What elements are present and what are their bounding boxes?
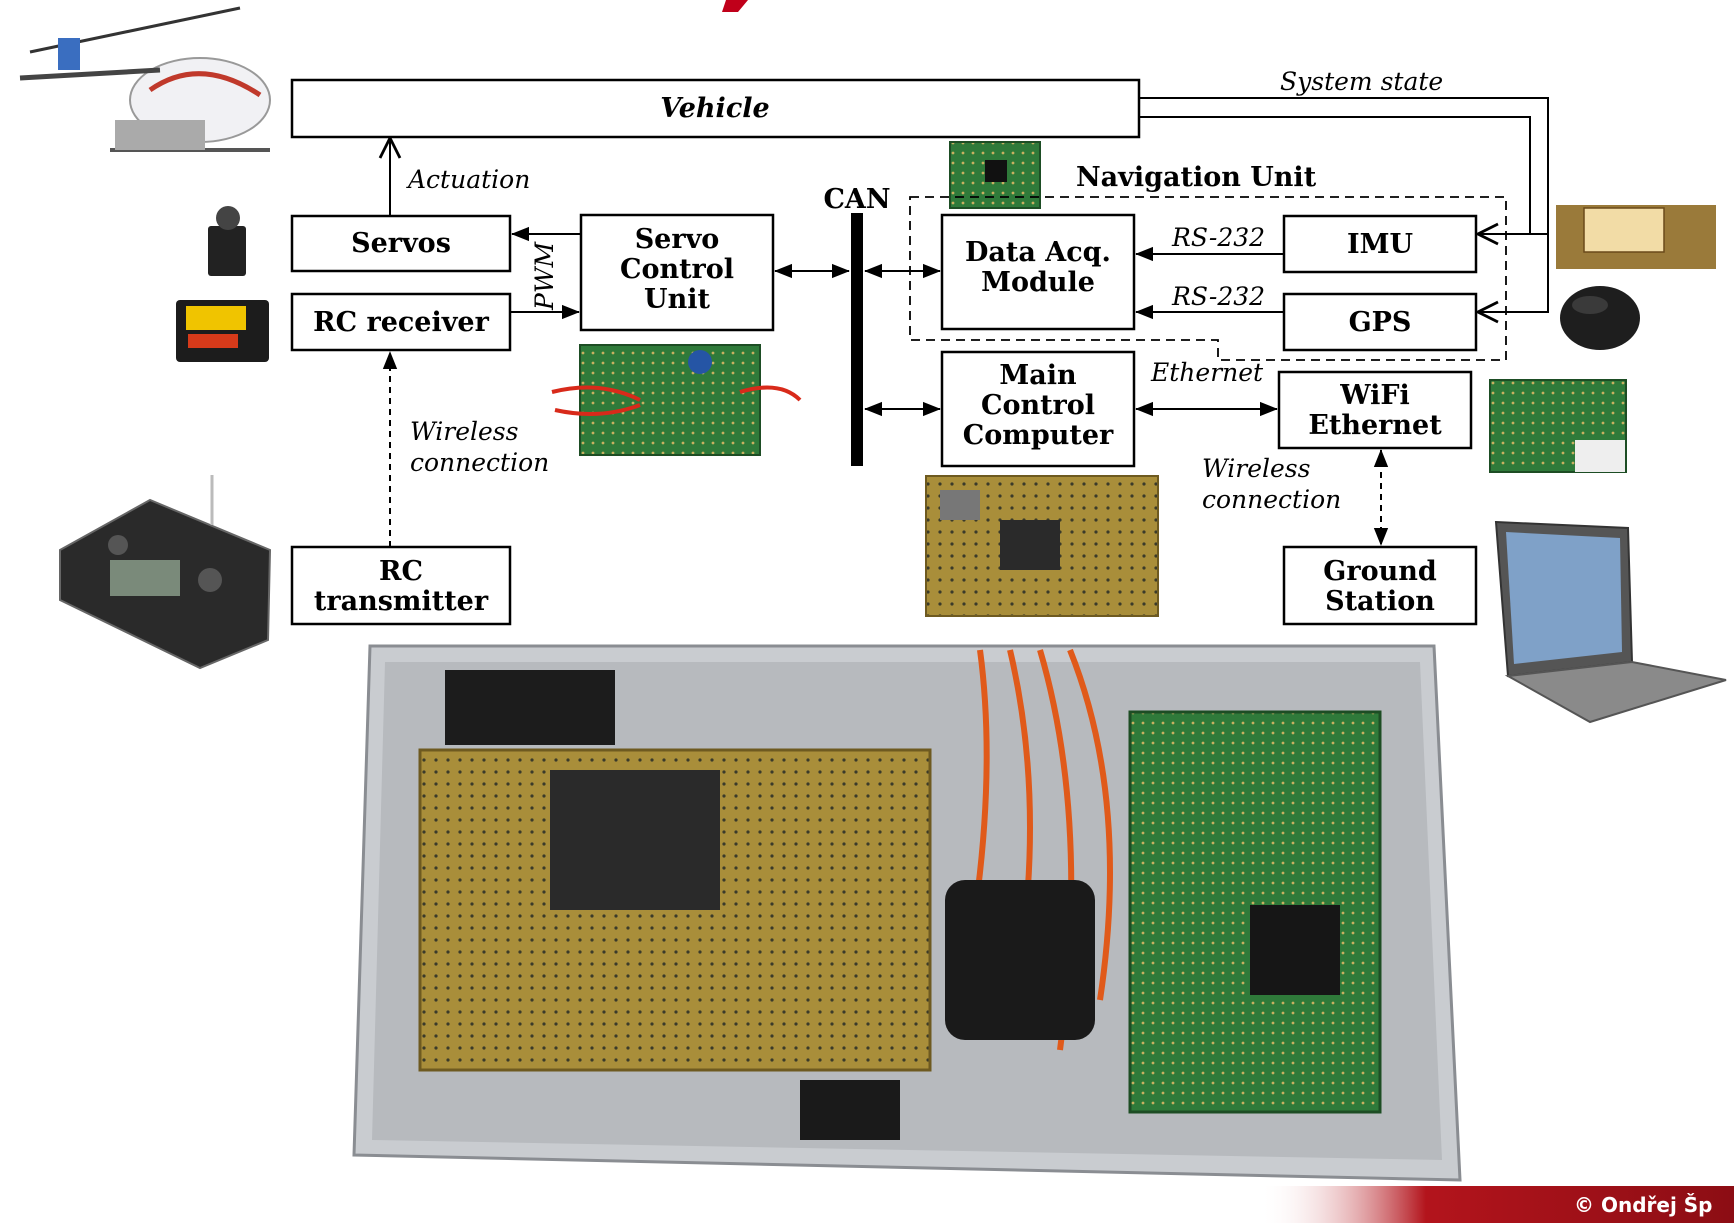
rc-wireless-label-line1: Wireless bbox=[410, 417, 518, 446]
copyright-text: © Ondřej Šp bbox=[1574, 1193, 1713, 1217]
wifi-ethernet-label-line1: WiFi bbox=[1339, 380, 1410, 411]
navigation-unit-label: Navigation Unit bbox=[1076, 162, 1317, 193]
red-accent-mark bbox=[722, 0, 748, 12]
ground-wireless-label-line2: connection bbox=[1202, 485, 1341, 514]
ground-station-label-line2: Station bbox=[1325, 586, 1435, 617]
rc-transmitter-label-line1: RC bbox=[379, 556, 423, 587]
vehicle-label: Vehicle bbox=[660, 93, 769, 124]
data-acq-module-label-line1: Data Acq. bbox=[965, 237, 1111, 268]
imu-photo bbox=[1556, 205, 1716, 269]
servo-photo bbox=[208, 206, 246, 276]
can-label: CAN bbox=[823, 184, 890, 215]
system-state-label: System state bbox=[1280, 67, 1443, 96]
servo-control-board-photo bbox=[552, 345, 800, 455]
servos-box: Servos bbox=[292, 216, 510, 271]
main-control-computer-box: Main Control Computer bbox=[942, 352, 1134, 466]
servo-control-unit-label-line2: Control bbox=[620, 254, 734, 285]
footer-bar: © Ondřej Šp bbox=[1260, 1186, 1734, 1223]
rs232-imu-label: RS-232 bbox=[1171, 223, 1265, 252]
gps-antenna-photo bbox=[1560, 286, 1640, 350]
servo-control-unit-label-line1: Servo bbox=[635, 224, 720, 255]
system-state-line-gps-lower bbox=[1478, 234, 1548, 312]
main-computer-board-photo bbox=[926, 476, 1158, 616]
imu-label: IMU bbox=[1347, 229, 1413, 260]
rc-wireless-label-line2: connection bbox=[410, 448, 549, 477]
can-bus: CAN bbox=[823, 184, 890, 466]
wifi-board-photo bbox=[1490, 380, 1626, 472]
wifi-ethernet-box: WiFi Ethernet bbox=[1279, 372, 1471, 448]
rc-transmitter-label-line2: transmitter bbox=[314, 586, 489, 617]
main-control-computer-label-line1: Main bbox=[999, 360, 1077, 391]
ground-station-box: Ground Station bbox=[1284, 547, 1476, 624]
servos-label: Servos bbox=[351, 228, 451, 259]
ethernet-label: Ethernet bbox=[1150, 358, 1264, 387]
rc-receiver-box: RC receiver bbox=[292, 294, 510, 350]
rc-transmitter-box: RC transmitter bbox=[292, 547, 510, 624]
rc-transmitter-photo bbox=[60, 475, 270, 668]
ground-wireless-label-line1: Wireless bbox=[1202, 454, 1310, 483]
helicopter-photo bbox=[20, 8, 270, 150]
servo-control-unit-box: Servo Control Unit bbox=[581, 215, 773, 330]
rc-receiver-label: RC receiver bbox=[313, 307, 489, 338]
main-control-computer-label-line3: Computer bbox=[963, 420, 1114, 451]
vehicle-box: Vehicle bbox=[292, 80, 1139, 137]
wifi-ethernet-label-line2: Ethernet bbox=[1308, 410, 1442, 441]
rs232-gps-label: RS-232 bbox=[1171, 282, 1265, 311]
rc-receiver-photo bbox=[176, 300, 269, 362]
gps-box: GPS bbox=[1284, 294, 1476, 350]
actuation-label: Actuation bbox=[406, 165, 530, 194]
laptop-photo bbox=[1496, 522, 1726, 722]
data-acq-module-box: Data Acq. Module bbox=[942, 215, 1134, 329]
navigation-board-photo bbox=[950, 142, 1040, 208]
avionics-enclosure-photo bbox=[354, 646, 1460, 1180]
data-acq-module-label-line2: Module bbox=[981, 267, 1095, 298]
pwm-label: PWM bbox=[530, 240, 559, 311]
gps-label: GPS bbox=[1349, 307, 1412, 338]
imu-box: IMU bbox=[1284, 216, 1476, 272]
servo-control-unit-label-line3: Unit bbox=[644, 284, 710, 315]
main-control-computer-label-line2: Control bbox=[981, 390, 1095, 421]
ground-station-label-line1: Ground bbox=[1323, 556, 1437, 587]
